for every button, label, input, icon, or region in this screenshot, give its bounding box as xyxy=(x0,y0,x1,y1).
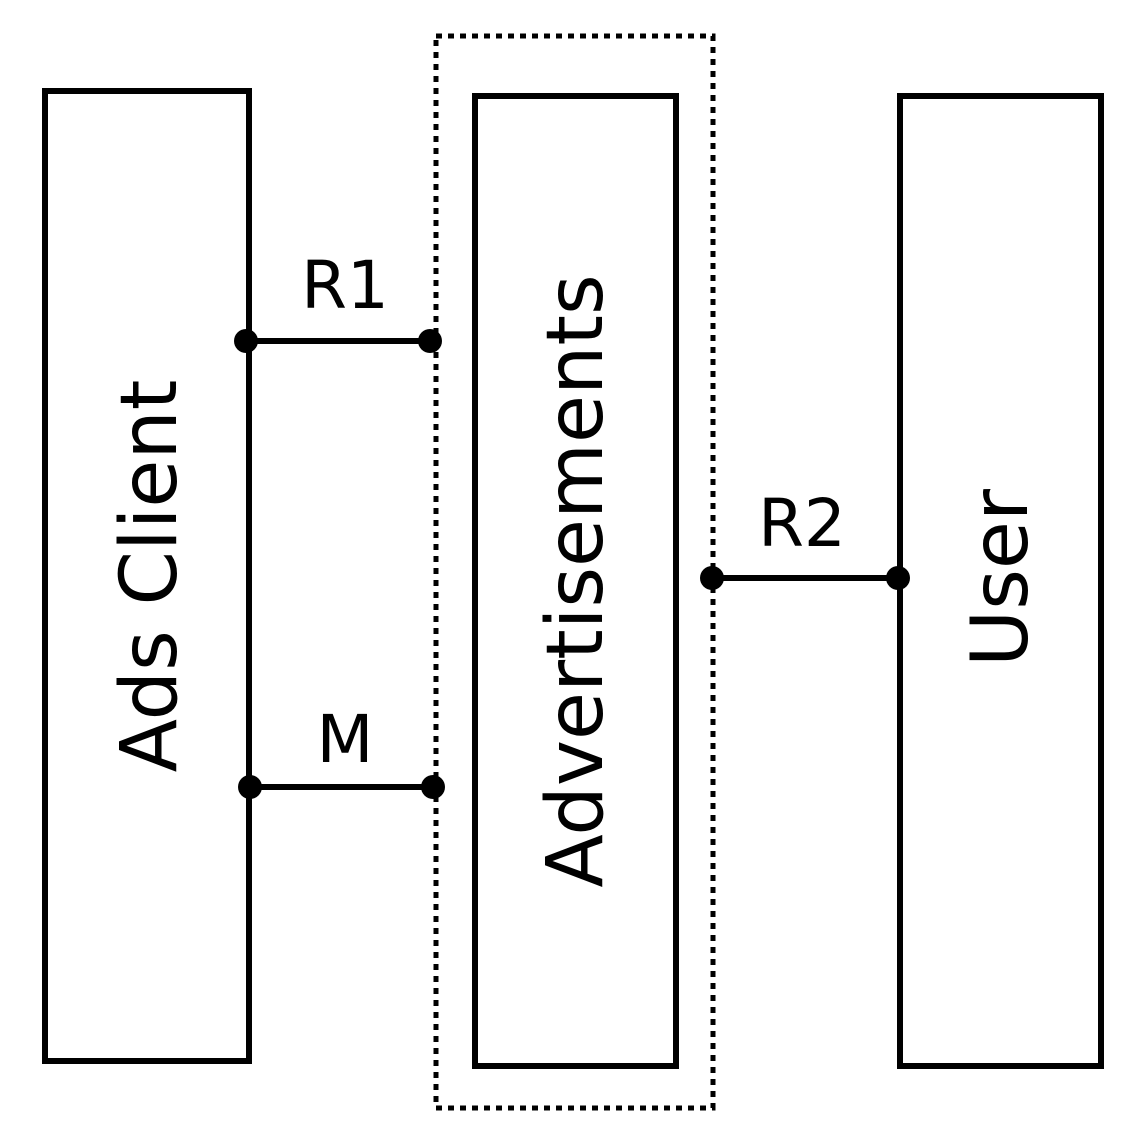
user-label: User xyxy=(956,488,1046,667)
advertisements-box xyxy=(472,93,679,1069)
m-label: M xyxy=(317,701,374,778)
advertisements-label: Advertisements xyxy=(531,274,621,887)
ads-client-label: Ads Client xyxy=(105,380,195,773)
r2-port-advertisements xyxy=(700,566,724,590)
r2-port-user xyxy=(886,566,910,590)
r2-label: R2 xyxy=(758,485,846,562)
user-box xyxy=(897,93,1104,1069)
r1-label: R1 xyxy=(301,247,389,324)
r1-port-ads-client xyxy=(234,329,258,353)
advertisements-boundary xyxy=(433,33,716,1111)
m-port-advertisements xyxy=(421,775,445,799)
ads-client-box xyxy=(42,88,252,1064)
m-port-ads-client xyxy=(238,775,262,799)
r1-port-advertisements xyxy=(418,329,442,353)
